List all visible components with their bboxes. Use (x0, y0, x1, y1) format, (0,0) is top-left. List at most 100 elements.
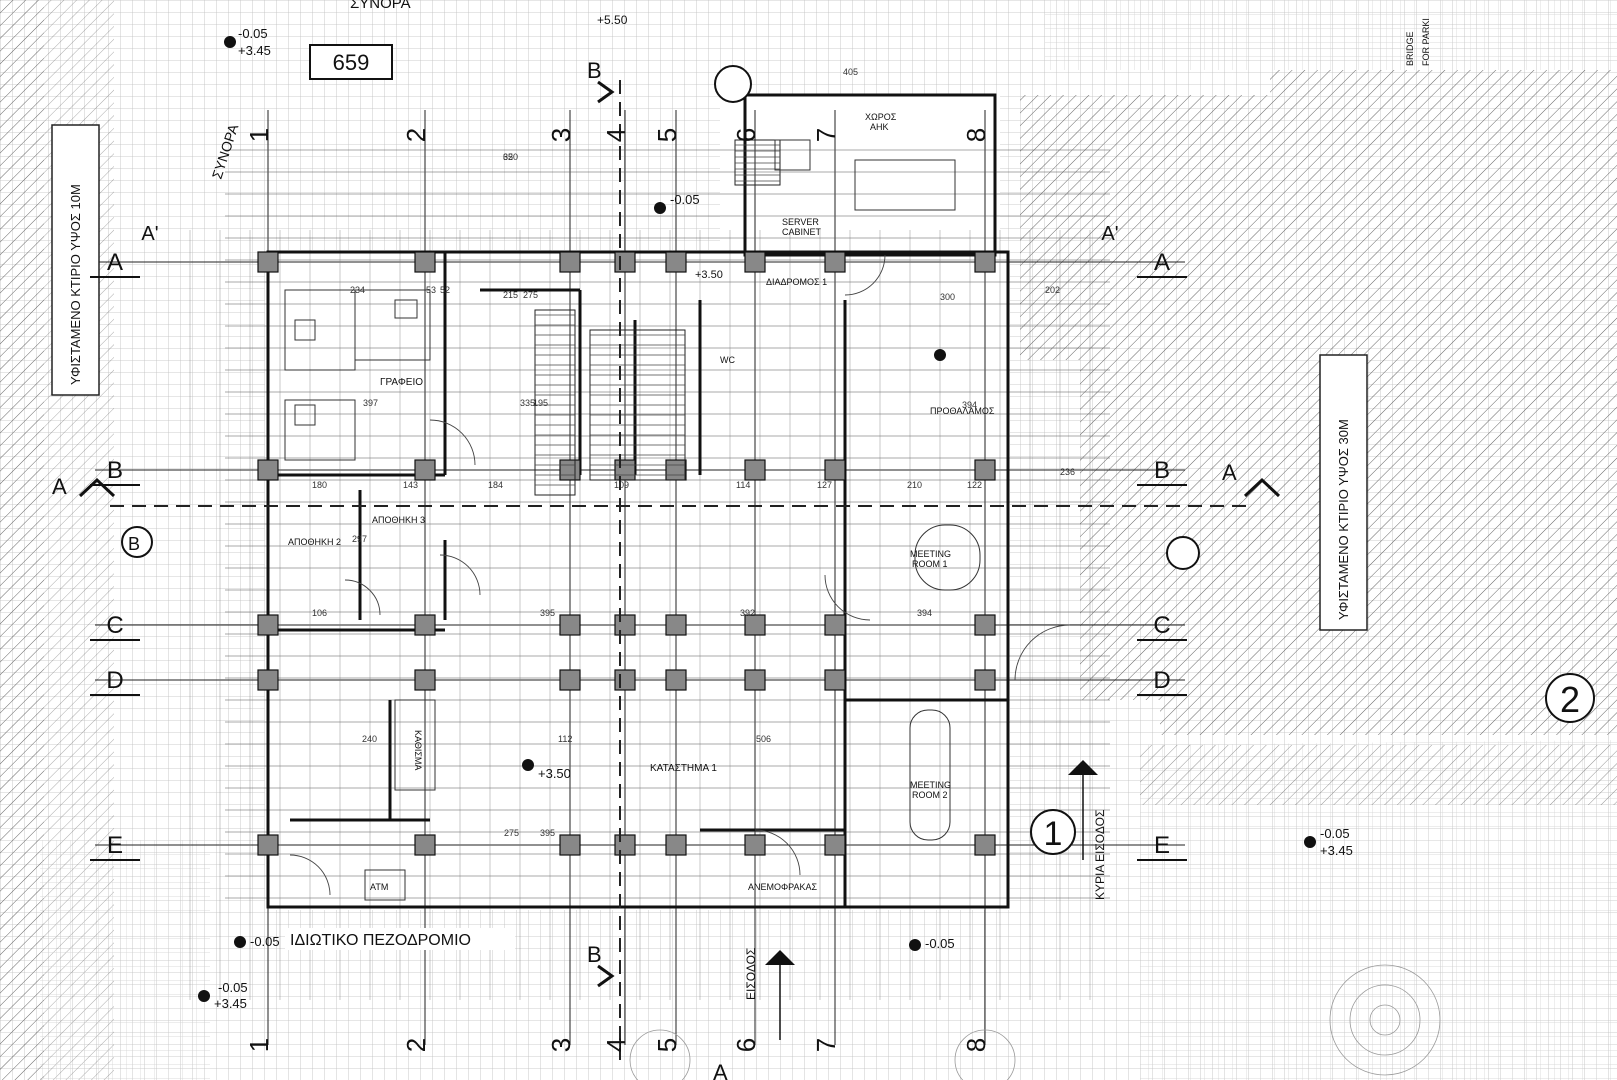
dimension-label: 127 (817, 480, 832, 490)
dimension-label: 210 (907, 480, 922, 490)
svg-text:B: B (587, 58, 602, 83)
grid-label-7: 7 (811, 128, 841, 142)
grid-label-3: 3 (546, 128, 576, 142)
grid-label-A: A (1154, 249, 1170, 276)
doors (289, 254, 1071, 896)
svg-text:ΥΦΙΣΤΑΜΕΝΟ ΚΤΙΡΙΟ ΥΨΟΣ 10Μ: ΥΦΙΣΤΑΜΕΝΟ ΚΤΙΡΙΟ ΥΨΟΣ 10Μ (68, 184, 83, 385)
dimension-label: 106 (312, 608, 327, 618)
grid-label-6: 6 (731, 1038, 761, 1052)
svg-text:ROOM 2: ROOM 2 (912, 790, 948, 800)
dimension-label: 397 (363, 398, 378, 408)
marker-2: 2 (1545, 673, 1595, 723)
svg-text:+3.45: +3.45 (238, 43, 271, 58)
svg-text:+3.50: +3.50 (695, 269, 723, 281)
grid-label-B: B (1154, 457, 1170, 484)
grid-label-6: 6 (731, 128, 761, 142)
grid-label-E: E (107, 832, 123, 859)
dimension-label: 506 (756, 734, 771, 744)
svg-text:ΥΦΙΣΤΑΜΕΝΟ ΚΤΙΡΙΟ ΥΨΟΣ 30Μ: ΥΦΙΣΤΑΜΕΝΟ ΚΤΙΡΙΟ ΥΨΟΣ 30Μ (1336, 419, 1351, 620)
svg-text:-0.05: -0.05 (218, 980, 248, 995)
room-wc: WC (720, 355, 735, 365)
svg-text:+3.45: +3.45 (1320, 843, 1353, 858)
marker-1: 1 (1030, 809, 1076, 855)
svg-text:SERVER: SERVER (782, 217, 819, 227)
dimension-label: 234 (350, 285, 365, 295)
street-label: ΙΔΙΩΤΙΚΟ ΠΕΖΟΔΡΟΜΙΟ (285, 928, 515, 950)
grid-label-E: E (1154, 832, 1170, 859)
dimension-label: 215 (503, 290, 518, 300)
svg-text:B: B (128, 534, 140, 554)
svg-text:-0.05: -0.05 (238, 26, 268, 41)
plot-number-box: 659 (309, 44, 393, 80)
room-corridor: ΔΙΑΔΡΟΜΟΣ 1 (766, 277, 827, 287)
grid-label-4: 4 (601, 128, 631, 142)
grid-label-2: 2 (401, 1038, 431, 1052)
dimension-label: 184 (488, 480, 503, 490)
svg-text:A: A (713, 1060, 728, 1080)
room-shop: ΚΑΤΑΣΤΗΜΑ 1 (650, 763, 717, 774)
dimension-label: 195 (533, 398, 548, 408)
svg-text:A: A (1222, 460, 1237, 485)
svg-text:MEETING: MEETING (910, 780, 951, 790)
svg-text:+3.45: +3.45 (214, 996, 247, 1011)
svg-text:-0.05: -0.05 (925, 936, 955, 951)
dimension-label: 405 (843, 67, 858, 77)
grid-label-3: 3 (546, 1038, 576, 1052)
dimension-label: 320 (503, 152, 518, 162)
dimension-label: 300 (940, 292, 955, 302)
room-office: ΓΡΑΦΕΙΟ (380, 377, 423, 388)
room-storage2: ΑΠΟΘΗΚΗ 2 (288, 537, 341, 547)
grid-label-1: 1 (244, 1038, 274, 1052)
dimension-label: 53 (426, 285, 436, 295)
main-entrance-arrow-icon (1068, 760, 1098, 775)
dimension-label: 394 (962, 400, 977, 410)
svg-text:ΙΔΙΩΤΙΚΟ ΠΕΖΟΔΡΟΜΙΟ: ΙΔΙΩΤΙΚΟ ΠΕΖΟΔΡΟΜΙΟ (290, 932, 471, 949)
svg-text:-0.05: -0.05 (1320, 826, 1350, 841)
room-atm: ATM (370, 882, 388, 892)
top-level-label: +5.50 (597, 13, 628, 27)
svg-text:MEETING: MEETING (910, 549, 951, 559)
walls (266, 93, 1010, 909)
building-footprint (265, 250, 1010, 910)
grid-label-A: A (107, 249, 123, 276)
grid-label-5: 5 (652, 1038, 682, 1052)
dimension-label: 275 (523, 290, 538, 300)
room-windlobby: ΑΝΕΜΟΦΡΑΚΑΣ (748, 882, 818, 892)
svg-text:+3.50: +3.50 (538, 766, 571, 781)
dimension-label: 394 (917, 608, 932, 618)
dimension-label: 109 (614, 480, 629, 490)
dimension-label: 122 (967, 480, 982, 490)
grid-label-C: C (1153, 612, 1170, 639)
dimension-label: 202 (1045, 285, 1060, 295)
dimension-label: 112 (558, 734, 572, 744)
dimension-label: 297 (352, 534, 367, 544)
bridge-label-1: BRIDGE (1405, 31, 1415, 66)
bridge-label-2: FOR PARKI (1421, 18, 1431, 66)
dimension-label: 240 (362, 734, 377, 744)
furniture (284, 139, 981, 901)
svg-text:ΚΑΘΙΣΜΑ: ΚΑΘΙΣΜΑ (413, 730, 423, 770)
section-markers: B B A A A B (52, 58, 1281, 1080)
trees (629, 964, 1441, 1080)
dimension-label: 392 (740, 608, 755, 618)
dimension-label: 143 (403, 480, 418, 490)
grid-label-5: 5 (652, 128, 682, 142)
grid-label-C: C (106, 612, 123, 639)
svg-text:A: A (52, 474, 67, 499)
svg-text:2: 2 (1560, 679, 1580, 720)
svg-text:ROOM 1: ROOM 1 (912, 559, 948, 569)
dimension-label: 236 (1060, 467, 1075, 477)
room-labels: ΓΡΑΦΕΙΟ ΑΠΟΘΗΚΗ 2 ΑΠΟΘΗΚΗ 3 WC ΔΙΑΔΡΟΜΟΣ… (288, 112, 995, 892)
dimension-label: 180 (312, 480, 327, 490)
existing-building-right: ΥΦΙΣΤΑΜΕΝΟ ΚΤΙΡΙΟ ΥΨΟΣ 30Μ (1319, 354, 1368, 631)
entrance-label: ΕΙΣΟΔΟΣ (744, 948, 758, 1000)
grid-label-a-prime: A' (141, 223, 158, 245)
grid-label-D: D (1153, 667, 1170, 694)
room-storage3: ΑΠΟΘΗΚΗ 3 (372, 515, 425, 525)
grid-label-1: 1 (244, 128, 274, 142)
grid-label-a-prime: A' (1101, 223, 1118, 245)
